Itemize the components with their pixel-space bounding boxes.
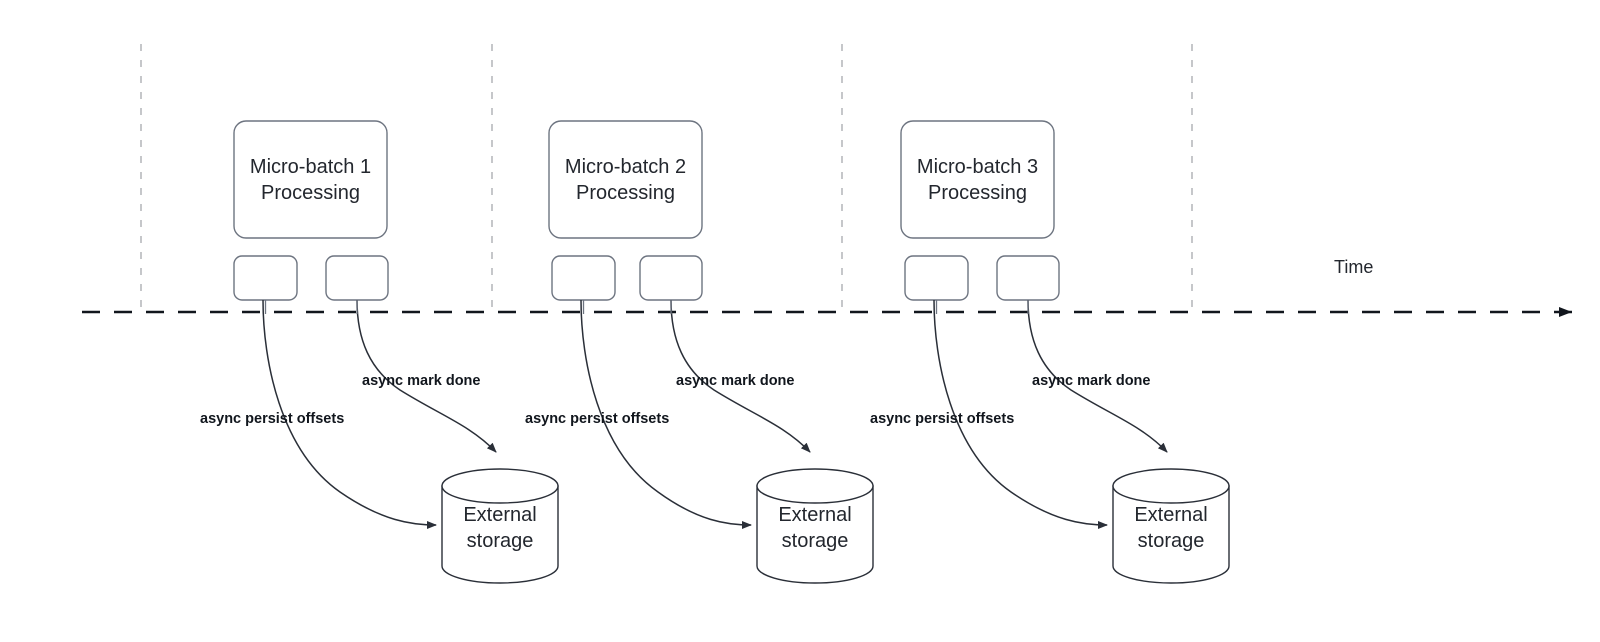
time-axis-label: Time [1334,256,1373,278]
task-box-1-2[interactable] [325,255,389,301]
async-persist-offsets-2-label: async persist offsets [525,411,669,427]
storage-cylinder-body-2[interactable] [756,485,874,584]
async-mark-done-3-label: async mark done [1032,373,1150,389]
task-box-1-1[interactable] [233,255,298,301]
storage-cylinder-top-3 [1112,468,1230,504]
async-mark-done-3-label-line-1: async mark done [1032,373,1151,389]
micro-batch-box-1[interactable] [233,120,388,239]
async-persist-offsets-2-edge [580,299,752,529]
async-persist-offsets-2-label-line-1: async persist offsets [525,411,670,427]
async-mark-done-1-label: async mark done [362,373,480,389]
task-box-3-1[interactable] [904,255,969,301]
task-box-2-1[interactable] [551,255,616,301]
async-persist-offsets-1-edge [262,299,437,529]
async-mark-done-2-label-line-1: async mark done [676,373,795,389]
async-persist-offsets-3-label-line-1: async persist offsets [870,411,1015,427]
async-mark-done-3-edge [1027,299,1168,453]
micro-batch-box-3[interactable] [900,120,1055,239]
storage-cylinder-body-1[interactable] [441,485,559,584]
storage-cylinder-top-1 [441,468,559,504]
async-mark-done-1-label-line-1: async mark done [362,373,481,389]
time-axis-label-line-1: Time [1334,257,1374,277]
async-mark-done-1-edge [356,299,497,453]
task-box-2-2[interactable] [639,255,703,301]
storage-cylinder-body-3[interactable] [1112,485,1230,584]
async-persist-offsets-1-label: async persist offsets [200,411,344,427]
async-persist-offsets-3-label: async persist offsets [870,411,1014,427]
async-mark-done-2-label: async mark done [676,373,794,389]
task-box-3-2[interactable] [996,255,1060,301]
async-mark-done-2-edge [670,299,811,453]
async-persist-offsets-1-label-line-1: async persist offsets [200,411,345,427]
storage-cylinder-top-2 [756,468,874,504]
micro-batch-box-2[interactable] [548,120,703,239]
async-persist-offsets-3-edge [933,299,1108,529]
